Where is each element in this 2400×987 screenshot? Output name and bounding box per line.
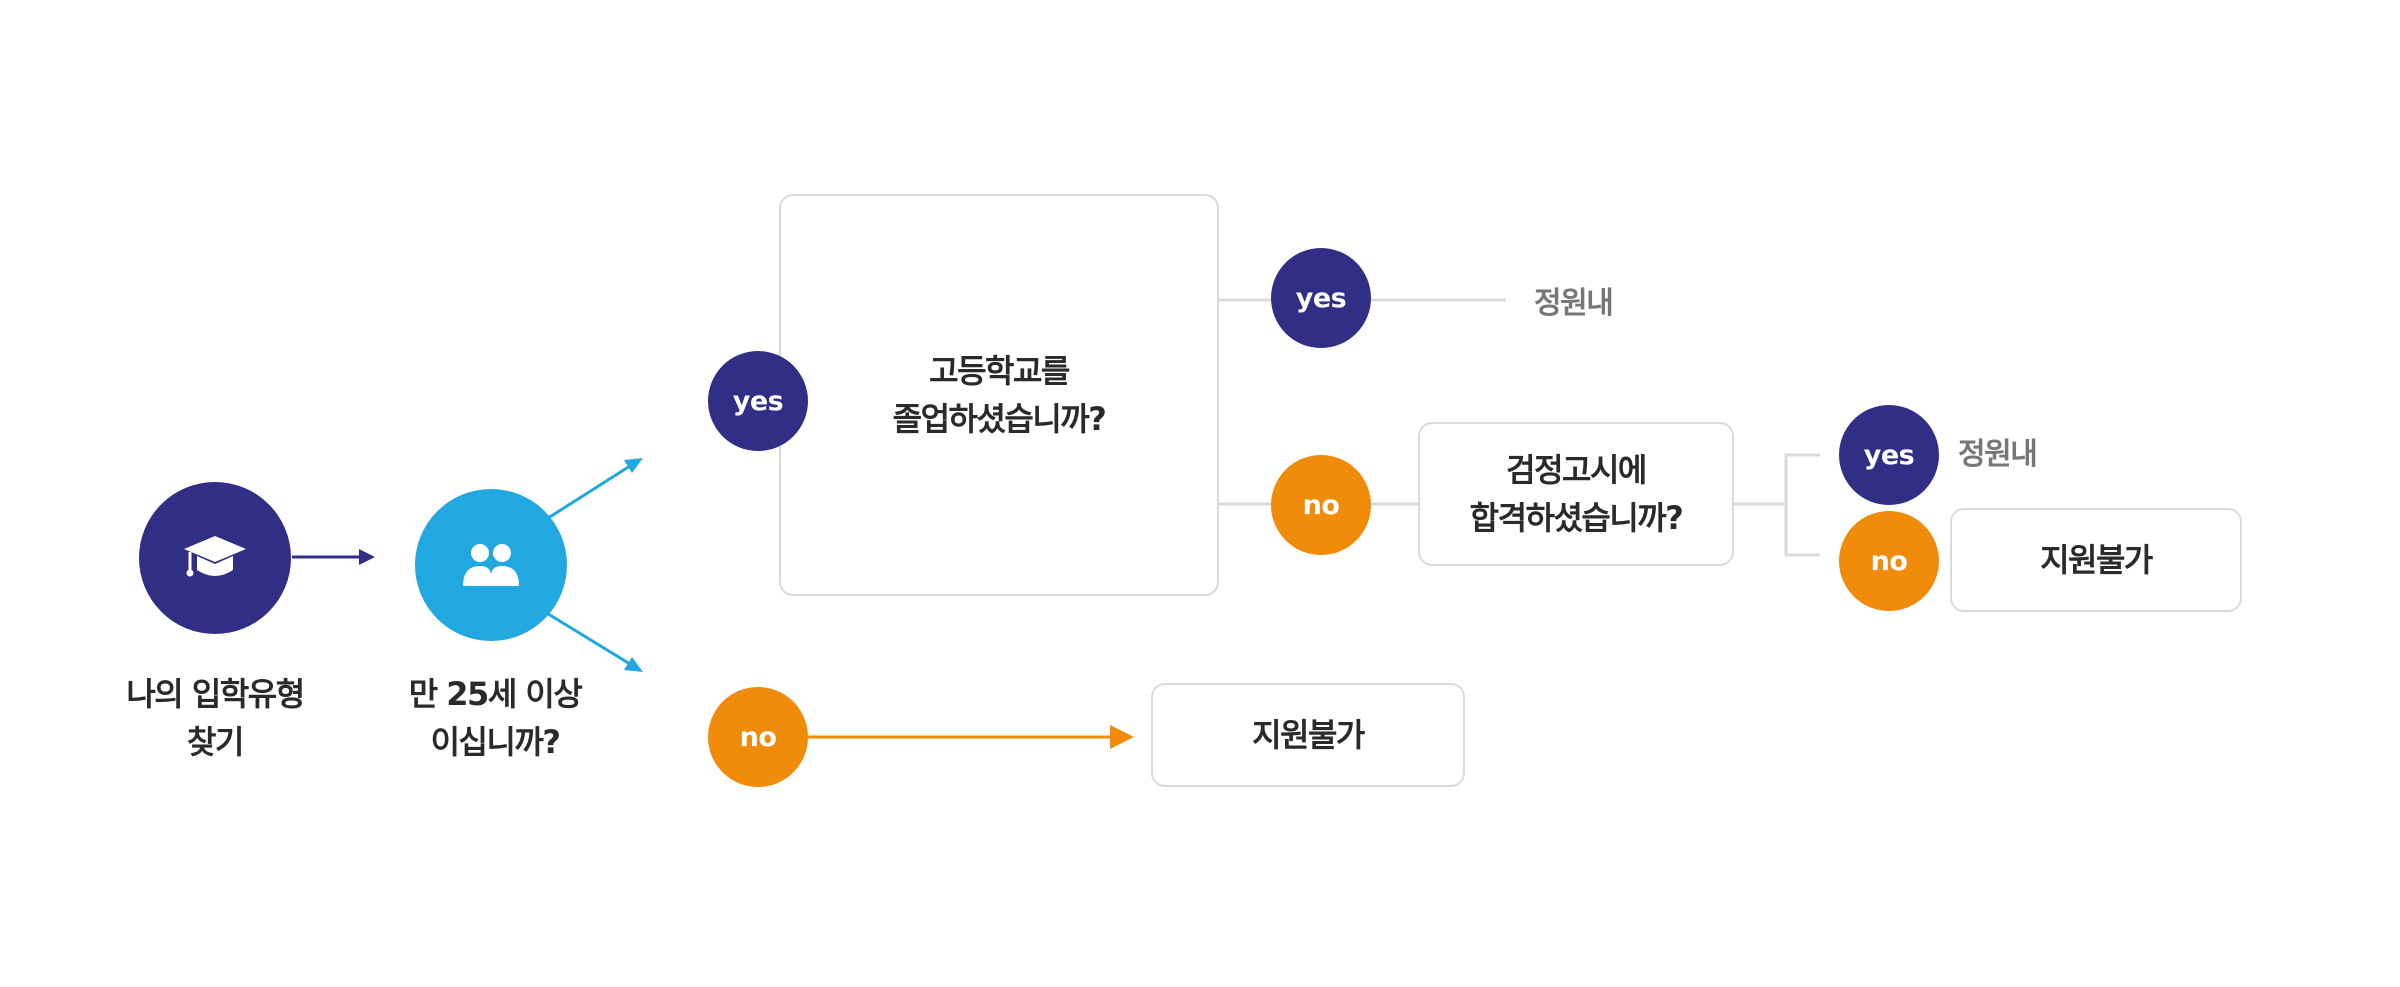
arrowhead-age-no-to-result bbox=[1110, 725, 1134, 749]
ged-no-badge: no bbox=[1839, 511, 1939, 611]
start-label: 나의 입학유형 찾기 bbox=[100, 670, 330, 766]
highschool-yes-badge: yes bbox=[1271, 248, 1371, 348]
highschool-no-badge: no bbox=[1271, 455, 1371, 555]
start-label-line1: 나의 입학유형 bbox=[126, 675, 305, 713]
ged-question-box: 검정고시에 합격하셨습니까? bbox=[1418, 422, 1734, 566]
users-icon bbox=[463, 544, 519, 586]
start-node bbox=[139, 482, 291, 634]
age-question-line1: 만 25세 이상 bbox=[408, 675, 583, 713]
ged-question-line1: 검정고시에 bbox=[1506, 451, 1647, 489]
age-yes-badge: yes bbox=[708, 351, 808, 451]
ged-question-line2: 합격하셨습니까? bbox=[1469, 499, 1684, 537]
connector-age-no-branch bbox=[544, 610, 631, 666]
highschool-question-line2: 졸업하셨습니까? bbox=[892, 400, 1107, 438]
connector-age-yes-branch bbox=[544, 464, 631, 522]
arrowhead-start-to-age bbox=[359, 549, 375, 565]
not-eligible-text-ged: 지원불가 bbox=[2040, 541, 2153, 579]
start-label-line2: 찾기 bbox=[187, 723, 244, 761]
age-question-node bbox=[415, 489, 567, 641]
age-question-line2: 이십니까? bbox=[430, 723, 561, 761]
not-eligible-box-ged: 지원불가 bbox=[1950, 508, 2242, 612]
ged-yes-badge: yes bbox=[1839, 405, 1939, 505]
result-within-quota-highschool: 정원내 bbox=[1534, 286, 1614, 321]
not-eligible-text-age: 지원불가 bbox=[1252, 716, 1365, 754]
connector-ged-bracket bbox=[1784, 453, 1820, 557]
arrowhead-age-yes-branch bbox=[624, 458, 643, 473]
age-no-badge: no bbox=[708, 687, 808, 787]
highschool-question-line1: 고등학교를 bbox=[929, 352, 1070, 390]
graduation-cap-icon bbox=[184, 536, 246, 577]
not-eligible-box-age: 지원불가 bbox=[1151, 683, 1465, 787]
age-question-label: 만 25세 이상 이십니까? bbox=[390, 670, 600, 766]
result-within-quota-ged: 정원내 bbox=[1958, 437, 2038, 472]
arrowhead-age-no-branch bbox=[624, 657, 643, 672]
highschool-question-box: 고등학교를 졸업하셨습니까? bbox=[779, 194, 1219, 596]
